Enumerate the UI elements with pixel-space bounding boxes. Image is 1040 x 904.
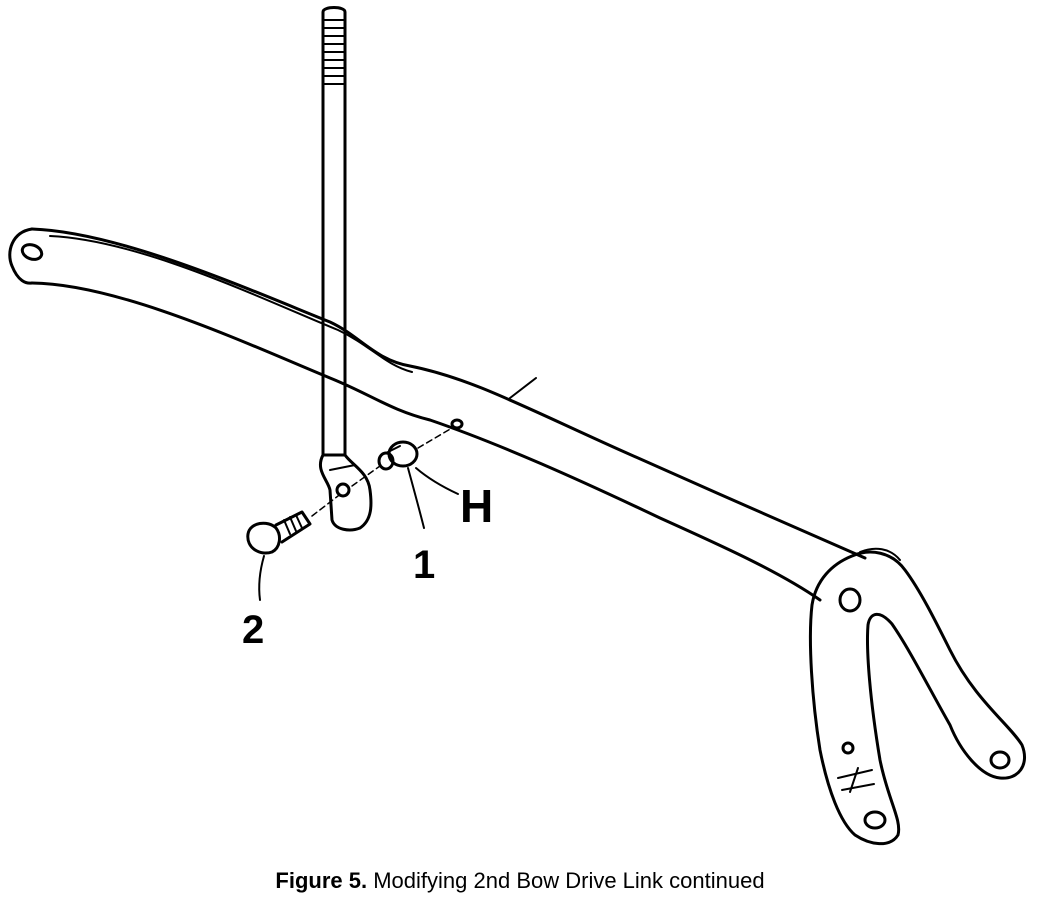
rod-threads: [322, 19, 346, 85]
hole-h: [450, 418, 464, 430]
figure-number: Figure 5.: [275, 868, 368, 893]
drive-link-bar: [8, 227, 867, 602]
crank-arm-hole: [989, 750, 1011, 770]
threaded-rod: [318, 6, 373, 532]
part-labels: H 1 2: [242, 480, 493, 652]
figure-caption-text: Modifying 2nd Bow Drive Link continued: [373, 868, 765, 893]
shoulder-bolt: [246, 510, 312, 555]
label-part-2: 2: [242, 608, 264, 652]
leader-lines: [258, 467, 459, 601]
crank-pivot-hole: [838, 587, 862, 613]
clevis-hole: [335, 482, 351, 498]
figure-caption: Figure 5. Modifying 2nd Bow Drive Link c…: [0, 868, 1040, 894]
crank-small-hole: [841, 741, 855, 755]
bell-crank: [808, 547, 1026, 846]
assembly-lines: [311, 427, 453, 517]
rod-clevis: [318, 453, 373, 532]
bar-end-hole: [20, 243, 44, 261]
crank-lower-hole: [863, 810, 887, 830]
label-hole-h: H: [460, 480, 493, 532]
label-part-1: 1: [413, 543, 435, 587]
bushing: [377, 440, 419, 471]
